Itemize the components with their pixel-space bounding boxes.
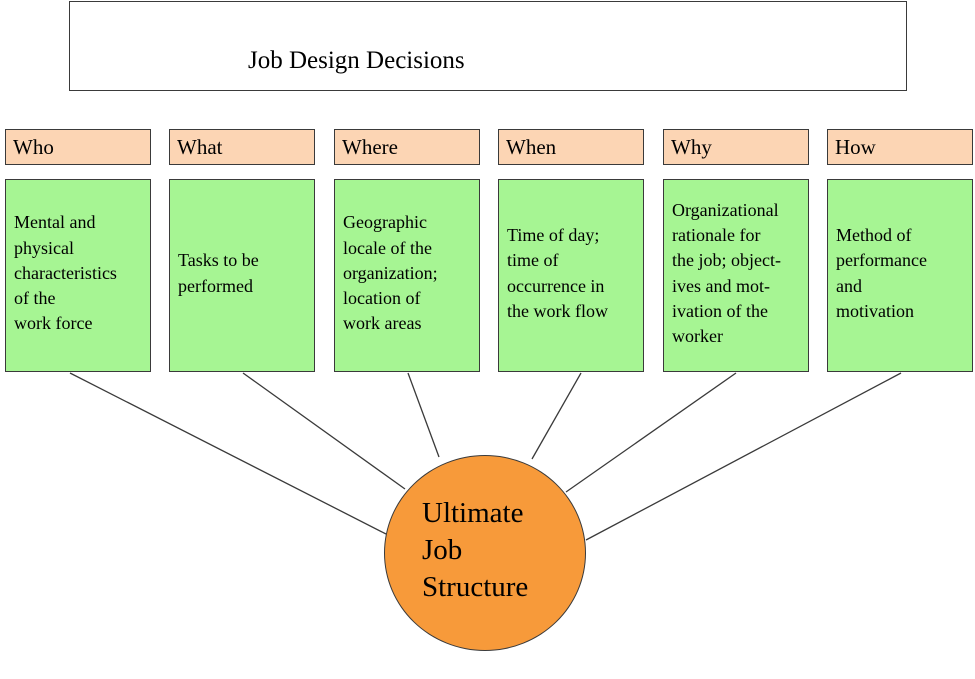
header-who-label: Who bbox=[13, 135, 54, 159]
header-who: Who bbox=[5, 129, 151, 165]
header-what: What bbox=[169, 129, 315, 165]
body-why: Organizational rationale for the job; ob… bbox=[663, 179, 809, 372]
header-how-label: How bbox=[835, 135, 876, 159]
header-what-label: What bbox=[177, 135, 223, 159]
body-how: Method of performance and motivation bbox=[827, 179, 973, 372]
body-when: Time of day; time of occurrence in the w… bbox=[498, 179, 644, 372]
diagram-title: Job Design Decisions bbox=[248, 47, 465, 74]
hub-circle: Ultimate Job Structure bbox=[384, 455, 586, 651]
body-when-text: Time of day; time of occurrence in the w… bbox=[507, 224, 608, 321]
connector-why bbox=[565, 372, 737, 493]
body-what-text: Tasks to be performed bbox=[178, 250, 259, 296]
header-when: When bbox=[498, 129, 644, 165]
body-who: Mental and physical characteristics of t… bbox=[5, 179, 151, 372]
body-what: Tasks to be performed bbox=[169, 179, 315, 372]
body-why-text: Organizational rationale for the job; ob… bbox=[672, 199, 781, 347]
header-why-label: Why bbox=[671, 135, 712, 159]
header-how: How bbox=[827, 129, 973, 165]
body-how-text: Method of performance and motivation bbox=[836, 224, 927, 321]
connector-what bbox=[242, 372, 406, 490]
hub-label: Ultimate Job Structure bbox=[422, 497, 529, 603]
header-why: Why bbox=[663, 129, 809, 165]
connector-where bbox=[407, 372, 440, 458]
connector-how bbox=[585, 372, 902, 541]
connector-who bbox=[69, 372, 387, 535]
title-box: Job Design Decisions bbox=[69, 1, 907, 91]
body-where-text: Geographic locale of the organization; l… bbox=[343, 212, 438, 334]
header-where: Where bbox=[334, 129, 480, 165]
header-when-label: When bbox=[506, 135, 557, 159]
connector-when bbox=[531, 372, 582, 460]
header-where-label: Where bbox=[342, 135, 398, 159]
body-where: Geographic locale of the organization; l… bbox=[334, 179, 480, 372]
body-who-text: Mental and physical characteristics of t… bbox=[14, 212, 117, 334]
